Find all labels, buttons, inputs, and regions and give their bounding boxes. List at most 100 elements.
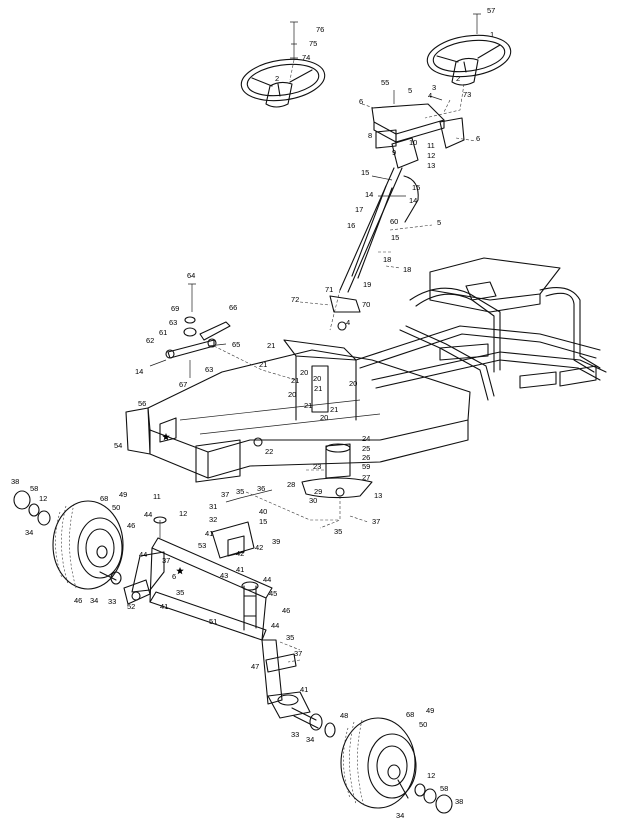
callout-label: 18 [383,255,391,264]
callout-label: 13 [427,161,435,170]
callout-label: 20 [313,374,321,383]
callout-label: 21 [304,401,312,410]
callout-label: 20 [288,390,296,399]
callout-label: 58 [30,484,38,493]
callout-label: 44 [144,510,152,519]
callout-label: 49 [119,490,127,499]
callout-label: 37 [221,490,229,499]
callout-label: 5 [408,86,412,95]
callout-label: 15 [361,168,369,177]
callout-label: 29 [314,487,322,496]
callout-label: 74 [302,53,310,62]
callout-label: 12 [427,771,435,780]
callout-label: 13 [374,491,382,500]
callout-label: 21 [267,341,275,350]
callout-label: 75 [309,39,317,48]
callout-label: 24 [362,434,370,443]
callout-label: 44 [263,575,271,584]
callout-label: 35 [334,527,342,536]
callout-label: 37 [294,649,302,658]
callout-label: 46 [127,521,135,530]
callout-label: 31 [209,502,217,511]
callout-label: 54 [114,441,122,450]
callout-label: 46 [74,596,82,605]
callout-label: 12 [179,509,187,518]
callout-label: 12 [39,494,47,503]
callout-label: 67 [179,380,187,389]
callout-label: 5 [437,218,441,227]
callout-label: 32 [209,515,217,524]
drag-link [225,489,340,521]
callout-label: 65 [232,340,240,349]
callout-label: 71 [325,285,333,294]
callout-label: 12 [427,151,435,160]
callout-label: 6 [359,97,363,106]
callout-label: 15 [391,233,399,242]
callout-label: 36 [257,484,265,493]
callout-label: 21 [291,376,299,385]
steering-wheel-left [240,21,326,108]
callout-label: 69 [171,304,179,313]
callout-label: 59 [362,462,370,471]
callout-label: 11 [153,492,161,501]
callout-label: 38 [11,477,19,486]
star-icon [176,567,184,575]
callout-label: 42 [255,543,263,552]
callout-label: 44 [139,550,147,559]
callout-label: 58 [440,784,448,793]
callout-label: 66 [229,303,237,312]
callout-label: 23 [313,462,321,471]
callout-label: 68 [406,710,414,719]
callout-label: 14 [135,367,143,376]
callout-label: 60 [390,217,398,226]
callout-label: 22 [265,447,273,456]
callout-label: 10 [409,138,417,147]
callout-label: 14 [365,190,373,199]
callout-label: 11 [427,141,435,150]
callout-label: 26 [362,453,370,462]
callout-label: 27 [362,473,370,482]
callout-label: 70 [362,300,370,309]
callout-label: 41 [205,529,213,538]
callout-label: 55 [381,78,389,87]
callout-label: 42 [236,549,244,558]
callout-label: 73 [463,90,471,99]
callout-label: 2 [456,74,460,83]
callout-label: 35 [176,588,184,597]
front-spindle [261,639,336,738]
callout-label: 18 [403,265,411,274]
callout-symbols [162,433,184,575]
callout-label: 39 [272,537,280,546]
callout-label: 6 [172,572,176,581]
callout-label: 35 [286,633,294,642]
callout-label: 68 [100,494,108,503]
callout-label: 43 [220,571,228,580]
star-icon [162,433,170,441]
callout-label: 6 [476,134,480,143]
callout-label: 20 [300,368,308,377]
callout-label: 30 [309,496,317,505]
callout-label: 41 [300,685,308,694]
callout-label: 4 [428,91,432,100]
callout-label: 34 [396,811,404,820]
callout-label: 52 [127,602,135,611]
callout-label: 41 [160,602,168,611]
chassis-frame [125,339,471,483]
callout-label: 37 [372,517,380,526]
front-axle [123,516,273,641]
callout-label: 28 [287,480,295,489]
callout-label: 33 [108,597,116,606]
callout-label: 19 [363,280,371,289]
callout-label: 20 [349,379,357,388]
steering-wheel-right [424,13,512,119]
callout-label: 34 [306,735,314,744]
callout-label: 46 [282,606,290,615]
front-wheel-right [340,717,453,814]
callout-label: 4 [346,318,350,327]
callout-label: 35 [236,487,244,496]
pedal-bracket [149,283,297,381]
callout-label: 21 [259,360,267,369]
steering-gear [301,443,373,529]
